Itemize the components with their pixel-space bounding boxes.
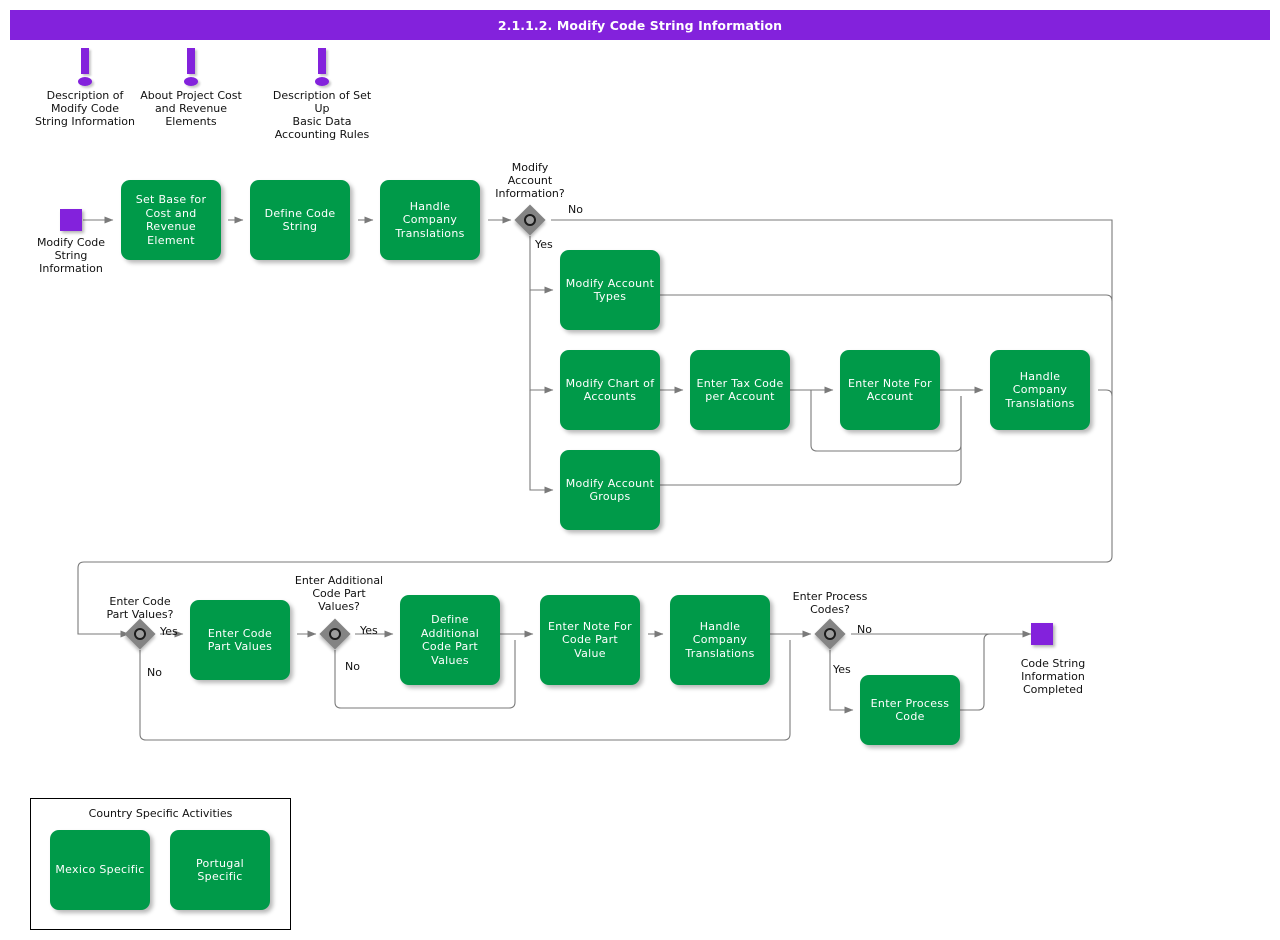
edge-label-yes: Yes bbox=[160, 625, 178, 638]
decision-enter-process-codes[interactable] bbox=[814, 618, 846, 650]
decision-ring-icon bbox=[329, 628, 341, 640]
info-marker-accounting-rules[interactable]: Description of Set Up Basic Data Account… bbox=[265, 48, 379, 141]
country-specific-activities-title: Country Specific Activities bbox=[88, 807, 233, 820]
exclamation-icon bbox=[77, 48, 93, 88]
exclamation-dot bbox=[184, 77, 198, 86]
activity-define-additional-code-part-values[interactable]: Define Additional Code Part Values bbox=[400, 595, 500, 685]
decision-ring-icon bbox=[134, 628, 146, 640]
start-node[interactable] bbox=[60, 209, 82, 231]
exclamation-icon bbox=[314, 48, 330, 88]
decision-ring-icon bbox=[524, 214, 536, 226]
edge-label-no: No bbox=[345, 660, 360, 673]
activity-handle-company-translations-2[interactable]: Handle Company Translations bbox=[990, 350, 1090, 430]
activity-enter-note-for-code-part-value[interactable]: Enter Note For Code Part Value bbox=[540, 595, 640, 685]
decision-modify-account-information[interactable] bbox=[514, 204, 546, 236]
exclamation-dot bbox=[78, 77, 92, 86]
activity-modify-account-groups[interactable]: Modify Account Groups bbox=[560, 450, 660, 530]
decision-enter-additional-code-part-values[interactable] bbox=[319, 618, 351, 650]
exclamation-icon bbox=[183, 48, 199, 88]
activity-handle-company-translations-3[interactable]: Handle Company Translations bbox=[670, 595, 770, 685]
edge-label-no: No bbox=[568, 203, 583, 216]
activity-modify-chart-of-accounts[interactable]: Modify Chart of Accounts bbox=[560, 350, 660, 430]
edge-label-no: No bbox=[147, 666, 162, 679]
activity-enter-process-code[interactable]: Enter Process Code bbox=[860, 675, 960, 745]
info-marker-label: Description of Modify Code String Inform… bbox=[35, 89, 135, 128]
decision-enter-code-part-values-label: Enter Code Part Values? bbox=[106, 595, 174, 621]
edge-label-yes: Yes bbox=[833, 663, 851, 676]
decision-modify-account-information-label: Modify Account Information? bbox=[495, 161, 565, 200]
start-node-label: Modify Code String Information bbox=[36, 236, 106, 275]
activity-portugal-specific[interactable]: Portugal Specific bbox=[170, 830, 270, 910]
info-marker-label: Description of Set Up Basic Data Account… bbox=[272, 89, 372, 141]
edge-label-no: No bbox=[857, 623, 872, 636]
activity-modify-account-types[interactable]: Modify Account Types bbox=[560, 250, 660, 330]
activity-handle-company-translations-1[interactable]: Handle Company Translations bbox=[380, 180, 480, 260]
info-marker-modify-code-string[interactable]: Description of Modify Code String Inform… bbox=[30, 48, 140, 128]
info-marker-project-cost-revenue[interactable]: About Project Cost and Revenue Elements bbox=[136, 48, 246, 128]
info-marker-label: About Project Cost and Revenue Elements bbox=[140, 89, 242, 128]
page-title-bar: 2.1.1.2. Modify Code String Information bbox=[10, 10, 1270, 40]
decision-enter-process-codes-label: Enter Process Codes? bbox=[792, 590, 868, 616]
activity-enter-tax-code-per-account[interactable]: Enter Tax Code per Account bbox=[690, 350, 790, 430]
decision-enter-additional-code-part-values-label: Enter Additional Code Part Values? bbox=[294, 574, 384, 613]
exclamation-dot bbox=[315, 77, 329, 86]
edge-label-yes: Yes bbox=[535, 238, 553, 251]
end-node-label: Code String Information Completed bbox=[1020, 657, 1086, 696]
activity-define-code-string[interactable]: Define Code String bbox=[250, 180, 350, 260]
edge-label-yes: Yes bbox=[360, 624, 378, 637]
exclamation-bar bbox=[318, 48, 326, 74]
exclamation-bar bbox=[187, 48, 195, 74]
activity-enter-note-for-account[interactable]: Enter Note For Account bbox=[840, 350, 940, 430]
activity-enter-code-part-values[interactable]: Enter Code Part Values bbox=[190, 600, 290, 680]
activity-set-base-for-cost-and-revenue-element[interactable]: Set Base for Cost and Revenue Element bbox=[121, 180, 221, 260]
exclamation-bar bbox=[81, 48, 89, 74]
end-node[interactable] bbox=[1031, 623, 1053, 645]
decision-enter-code-part-values[interactable] bbox=[124, 618, 156, 650]
activity-mexico-specific[interactable]: Mexico Specific bbox=[50, 830, 150, 910]
decision-ring-icon bbox=[824, 628, 836, 640]
page-title: 2.1.1.2. Modify Code String Information bbox=[497, 17, 783, 33]
